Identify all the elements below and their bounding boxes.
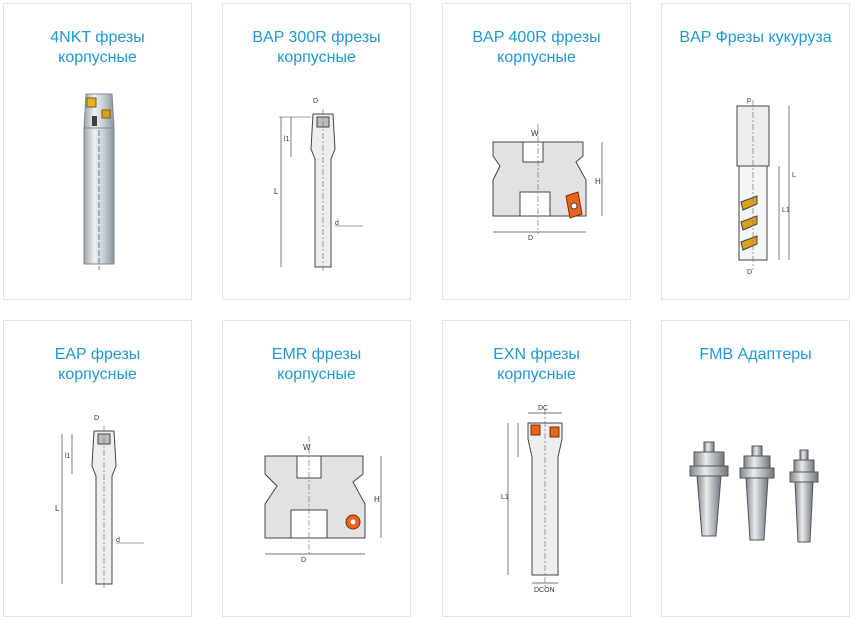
- svg-text:DC: DC: [538, 405, 548, 412]
- eap-drawing-image: L l1 D d: [55, 415, 144, 588]
- svg-text:L: L: [274, 187, 279, 196]
- svg-text:W: W: [531, 129, 539, 138]
- bap300r-drawing-image: L l1 D d: [274, 98, 363, 271]
- svg-text:L: L: [792, 172, 796, 179]
- product-title: BAP Фрезы кукуруза: [679, 29, 832, 46]
- svg-text:p: p: [747, 97, 751, 104]
- end-mill-image: [83, 93, 115, 270]
- product-card-fmb[interactable]: FMB Адаптеры: [661, 320, 850, 617]
- corn-mill-drawing-image: p L1 L D: [736, 97, 796, 276]
- svg-text:W: W: [303, 443, 311, 452]
- svg-text:H: H: [595, 177, 601, 186]
- svg-text:L1: L1: [501, 494, 509, 501]
- svg-text:H: H: [374, 495, 380, 504]
- svg-text:D: D: [94, 415, 99, 422]
- svg-text:DCON: DCON: [534, 587, 555, 594]
- svg-text:l1: l1: [65, 453, 71, 460]
- product-card-bap-corn[interactable]: BAP Фрезы кукуруза p L1 L D: [661, 3, 850, 300]
- emr-drawing-image: H W D: [264, 436, 382, 564]
- bap400r-drawing-image: H W D: [492, 124, 603, 242]
- svg-text:D: D: [528, 235, 533, 242]
- svg-text:d: d: [116, 537, 120, 544]
- svg-text:D: D: [313, 98, 318, 105]
- exn-drawing-image: DC DCON L1: [501, 405, 563, 594]
- svg-text:D: D: [301, 557, 306, 564]
- svg-text:L: L: [55, 504, 60, 513]
- svg-text:l1: l1: [284, 136, 290, 143]
- product-title: FMB Адаптеры: [699, 346, 812, 363]
- svg-text:d: d: [335, 220, 339, 227]
- fmb-adapters-image: [689, 441, 819, 543]
- svg-text:L1: L1: [782, 207, 790, 214]
- svg-text:D: D: [747, 269, 752, 276]
